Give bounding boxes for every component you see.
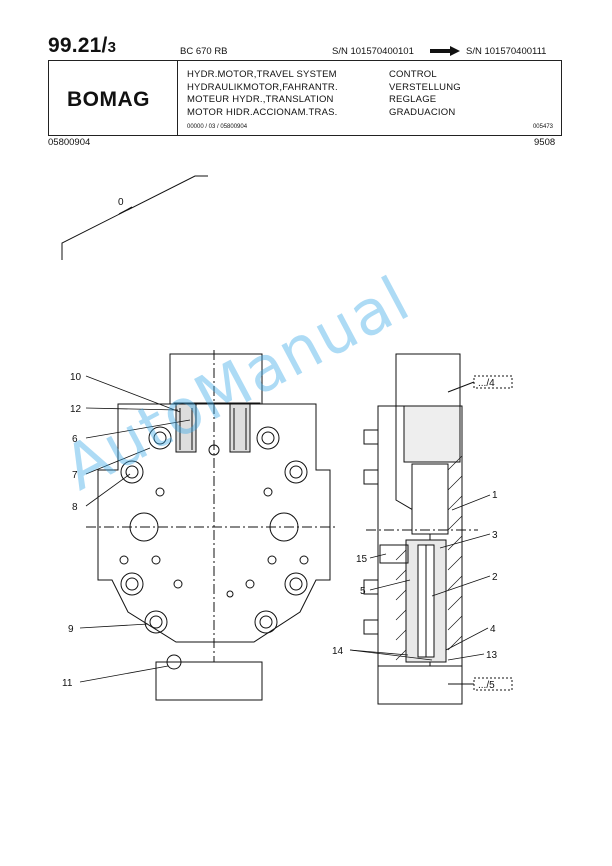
- title-fr: MOTEUR HYDR.,TRANSLATION: [187, 94, 334, 105]
- part-number: 05800904: [48, 137, 91, 148]
- subtitle-list: CONTROL VERSTELLUNG REGLAGE GRADUACION: [389, 69, 461, 119]
- callout-12: 12: [70, 404, 82, 415]
- page-number-sub: 3: [107, 39, 117, 56]
- title-de: HYDRAULIKMOTOR,FAHRANTR.: [187, 81, 338, 93]
- callout-3: 3: [492, 530, 498, 541]
- callout-4: 4: [490, 624, 496, 635]
- title-block: BOMAG HYDR.MOTOR,TRAVEL SYSTEM HYDRAULIK…: [48, 60, 562, 136]
- callout-7: 7: [72, 470, 78, 481]
- arrow-right-icon: [430, 46, 460, 56]
- view-indicator: [61, 175, 208, 260]
- callout-6: 6: [72, 434, 78, 445]
- callout-15: 15: [356, 554, 368, 565]
- callout-13: 13: [486, 650, 498, 661]
- subtitle-de: VERSTELLUNG: [389, 81, 461, 93]
- reference-code: 005473: [532, 124, 553, 130]
- title-en: HYDR.MOTOR,TRAVEL SYSTEM: [187, 69, 337, 80]
- callout-5: 5: [360, 586, 366, 597]
- brand-logo: BOMAG: [67, 88, 150, 111]
- callout-10: 10: [70, 372, 82, 383]
- serial-from: S/N 101570400101: [332, 46, 414, 57]
- document-code: 00000 / 03 / 05800904: [187, 124, 248, 130]
- callout-1: 1: [492, 490, 498, 501]
- model-label: BC 670 RB: [180, 46, 228, 57]
- callout-8: 8: [72, 502, 78, 513]
- view-label: 0: [118, 197, 124, 208]
- callout-14: 14: [332, 646, 344, 657]
- leader-lines-right: [349, 494, 491, 661]
- leader-lines-left: [79, 375, 191, 683]
- subtitle-es: GRADUACION: [389, 106, 456, 118]
- callout-2: 2: [492, 572, 498, 583]
- callout-11: 11: [62, 678, 73, 689]
- subtitle-en: CONTROL: [389, 69, 437, 80]
- ref-box-4: .../4: [478, 378, 495, 389]
- page-number-main: 99.21/: [48, 34, 108, 57]
- title-list: HYDR.MOTOR,TRAVEL SYSTEM HYDRAULIKMOTOR,…: [187, 69, 338, 119]
- page-number: 99.21/3: [48, 34, 116, 58]
- serial-to: S/N 101570400111: [466, 46, 547, 57]
- date-code: 9508: [534, 137, 556, 148]
- motor-section-view: [363, 353, 513, 705]
- ref-box-5: .../5: [478, 680, 495, 691]
- logo-cell: BOMAG: [49, 61, 178, 135]
- title-es: MOTOR HIDR.ACCIONAM.TRAS.: [187, 106, 338, 118]
- motor-front-view: [86, 350, 338, 701]
- callout-9: 9: [68, 624, 74, 635]
- subtitle-fr: REGLAGE: [389, 94, 437, 105]
